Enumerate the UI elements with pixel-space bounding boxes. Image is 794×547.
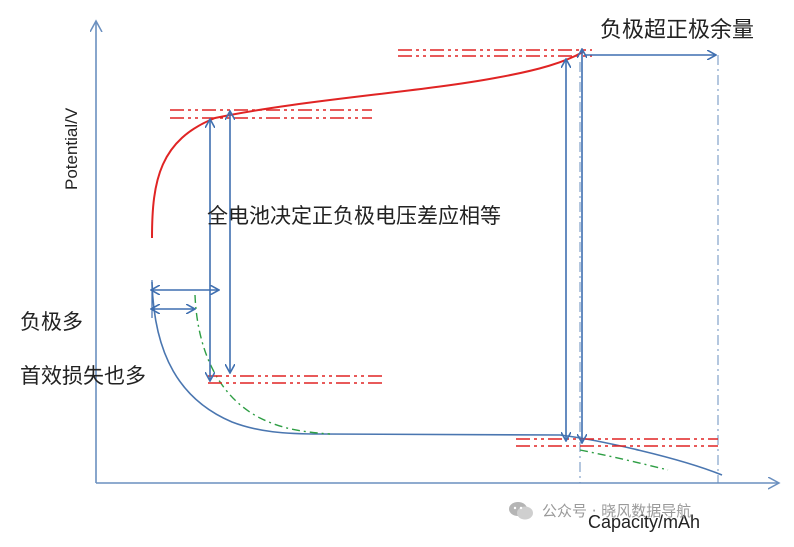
annotation-efficiency-loss: 首效损失也多 <box>20 364 146 388</box>
watermark: 公众号 · 晓风数据导航 <box>508 500 691 521</box>
negative-electrode-reduced-tail <box>579 449 669 471</box>
watermark-text: 公众号 · 晓风数据导航 <box>542 502 692 520</box>
marker-lines <box>170 49 718 447</box>
x-axis-label: Capacity/mAh <box>588 512 701 532</box>
annotation-excess-capacity: 负极超正极余量 <box>600 18 755 43</box>
annotation-negative-more: 负极多 <box>20 310 83 334</box>
capacity-arrows <box>152 55 715 309</box>
negative-electrode-reduced-curve <box>194 294 331 435</box>
wechat-icon <box>509 501 533 519</box>
positive-electrode-curve <box>151 51 584 239</box>
annotation-equal-voltage: 全电池决定正负极电压差应相等 <box>207 204 501 228</box>
voltage-arrows <box>210 50 582 442</box>
negative-electrode-curve <box>151 281 723 476</box>
y-axis-label: Potential/V <box>62 107 81 190</box>
